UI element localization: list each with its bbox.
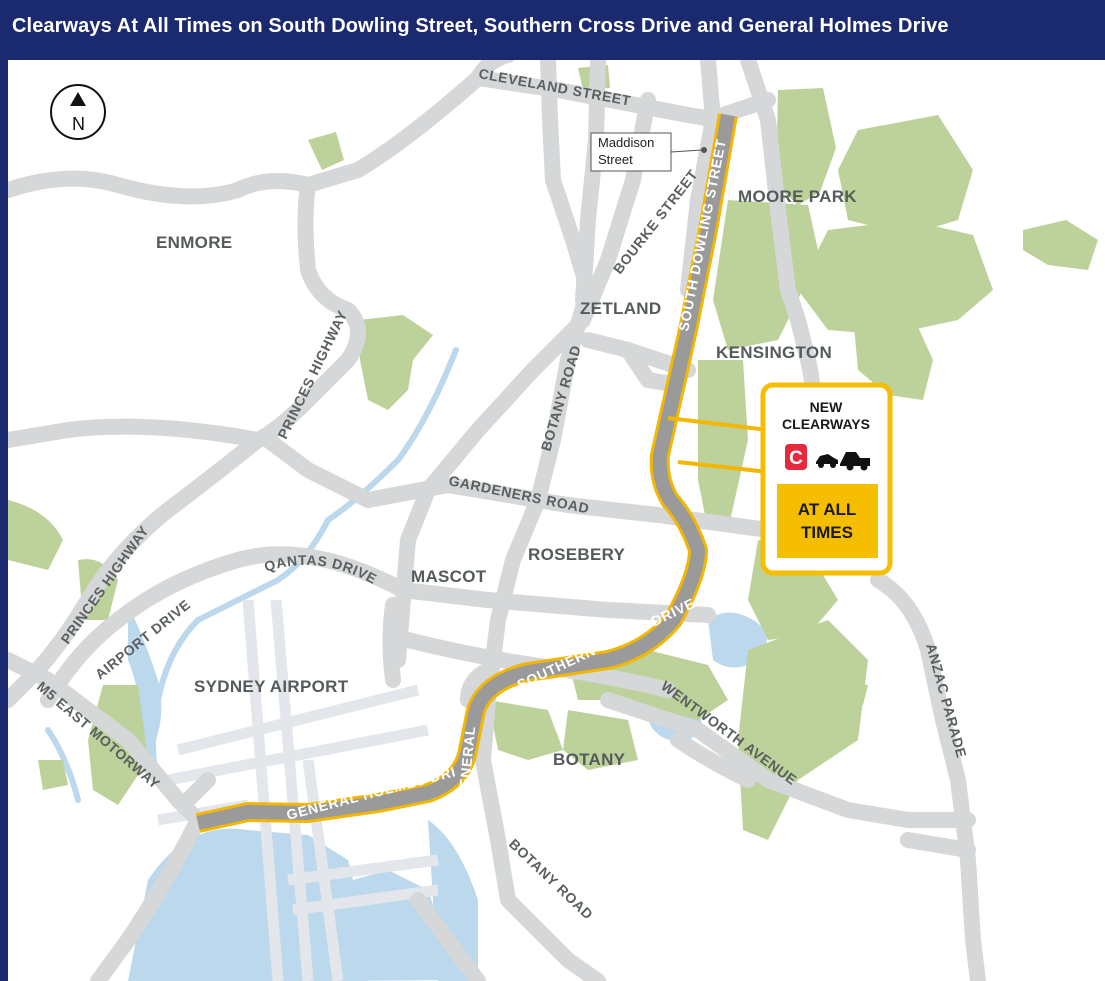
callout-line-1: Maddison bbox=[598, 135, 654, 150]
clearway-legend: NEW CLEARWAYS C AT ALL TIMES bbox=[760, 382, 893, 576]
suburb-zetland: ZETLAND bbox=[580, 299, 661, 318]
suburb-botany: BOTANY bbox=[553, 750, 626, 769]
north-arrow: N bbox=[50, 84, 106, 140]
suburb-sydney-airport: SYDNEY AIRPORT bbox=[194, 677, 349, 696]
maddison-street-callout: Maddison Street bbox=[590, 132, 707, 172]
suburb-rosebery: ROSEBERY bbox=[528, 545, 626, 564]
north-letter: N bbox=[72, 114, 85, 134]
callout-point bbox=[701, 147, 707, 153]
legend-line-1: NEW bbox=[810, 399, 843, 415]
clearway-route bbox=[195, 113, 738, 833]
legend-leaders bbox=[667, 416, 769, 474]
suburb-kensington: KENSINGTON bbox=[716, 343, 832, 362]
callout-line-2: Street bbox=[598, 152, 633, 167]
legend-line-2: CLEARWAYS bbox=[782, 416, 870, 432]
left-border bbox=[0, 60, 8, 981]
header-bar: Clearways At All Times on South Dowling … bbox=[0, 0, 1105, 60]
legend-at-line-1: AT ALL bbox=[798, 500, 857, 519]
suburb-moore-park: MOORE PARK bbox=[738, 187, 857, 206]
map-svg: ENMORE MOORE PARK ZETLAND KENSINGTON ROS… bbox=[8, 60, 1105, 981]
suburb-labels: ENMORE MOORE PARK ZETLAND KENSINGTON ROS… bbox=[156, 187, 857, 769]
tow-truck-icon bbox=[816, 452, 870, 471]
map-area: ENMORE MOORE PARK ZETLAND KENSINGTON ROS… bbox=[8, 60, 1105, 981]
roads bbox=[8, 60, 986, 981]
suburb-enmore: ENMORE bbox=[156, 233, 232, 252]
suburb-mascot: MASCOT bbox=[411, 567, 487, 586]
page-title: Clearways At All Times on South Dowling … bbox=[12, 15, 949, 37]
clearway-symbol: C bbox=[789, 448, 803, 469]
north-arrow-icon bbox=[70, 92, 86, 106]
clearway-sign-icon: C bbox=[785, 444, 807, 470]
legend-at-line-2: TIMES bbox=[801, 523, 853, 542]
